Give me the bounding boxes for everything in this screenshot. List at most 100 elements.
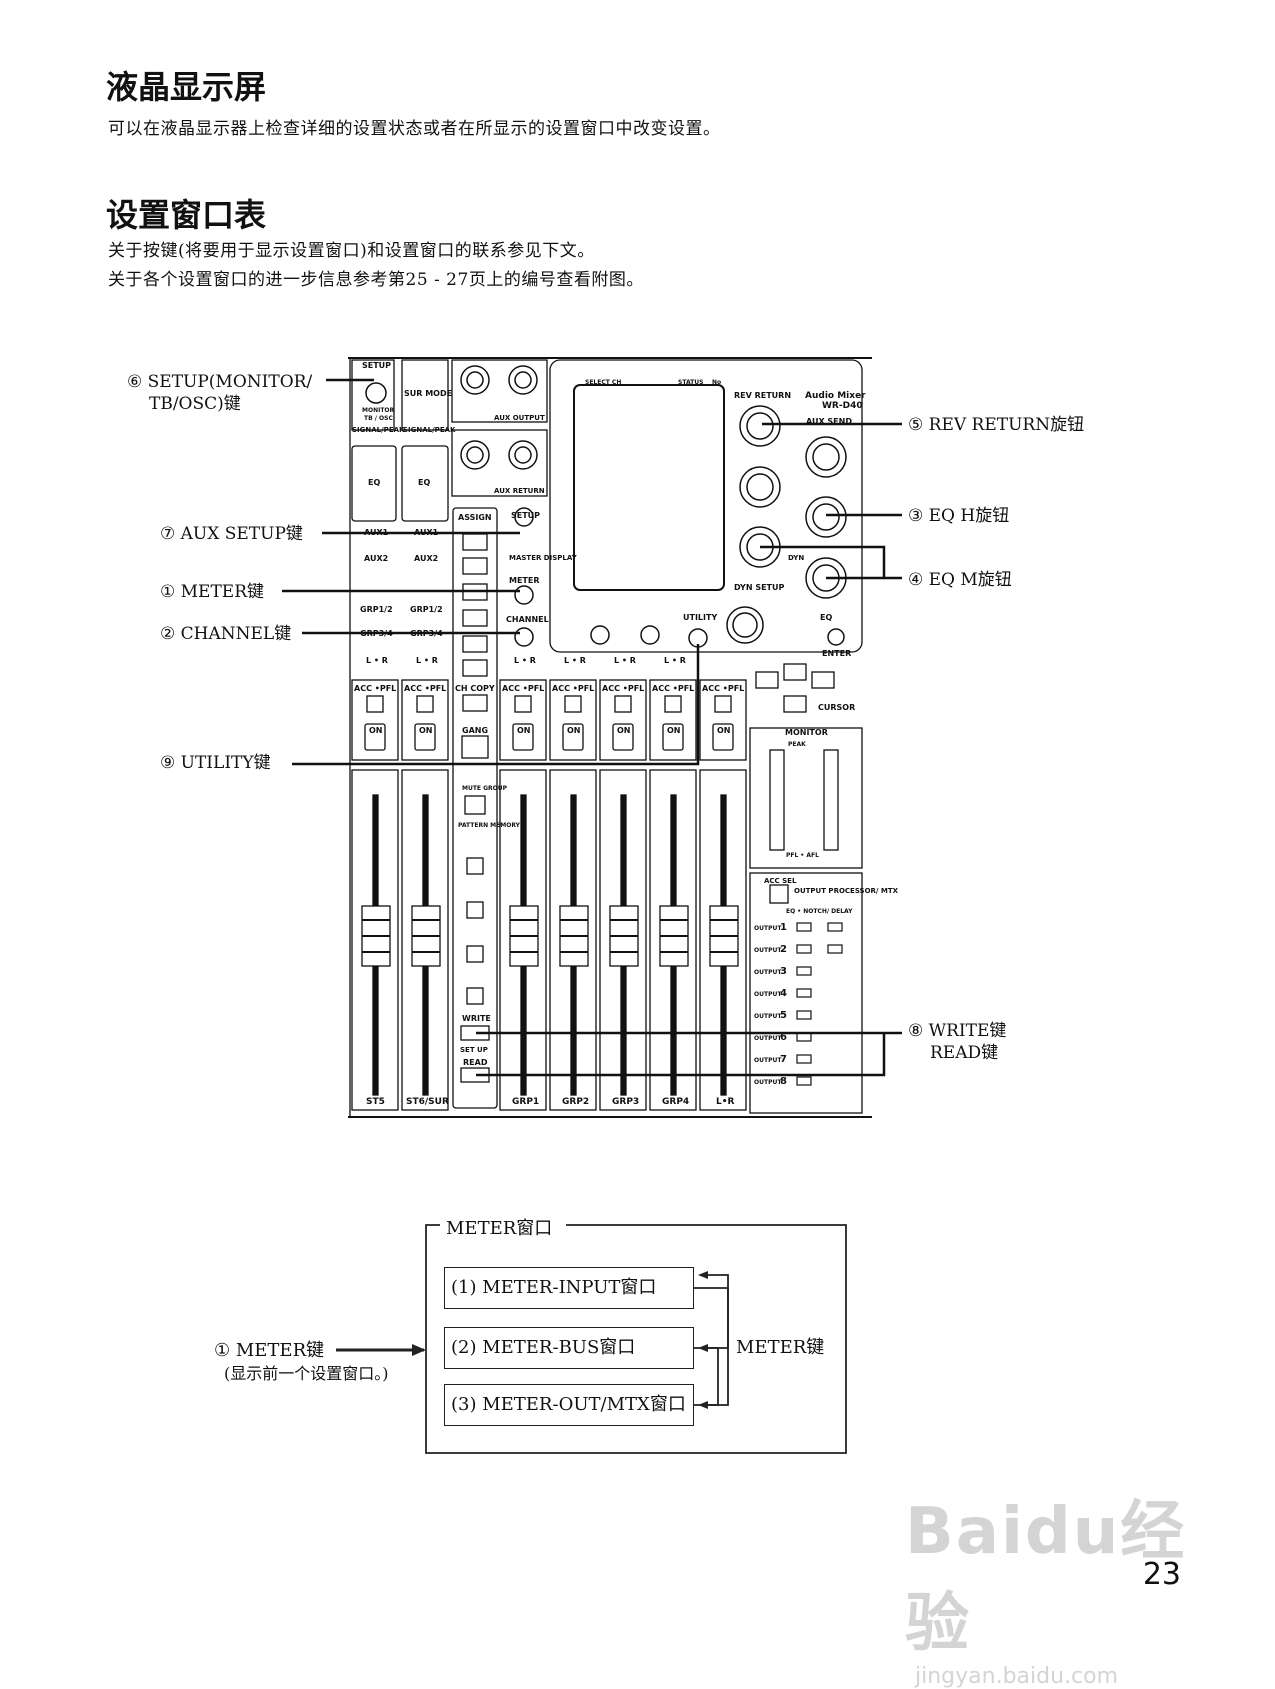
svg-text:WRITE: WRITE xyxy=(462,1014,491,1023)
meter-key-arrow-note: (显示前一个设置窗口。) xyxy=(224,1364,389,1383)
svg-text:SETUP: SETUP xyxy=(511,511,540,520)
svg-text:ST5: ST5 xyxy=(366,1097,385,1107)
svg-text:ON: ON xyxy=(517,726,531,735)
svg-text:GRP1/2: GRP1/2 xyxy=(410,605,443,614)
callout-read: READ键 xyxy=(930,1043,999,1063)
svg-text:ON: ON xyxy=(567,726,581,735)
svg-text:ON: ON xyxy=(667,726,681,735)
svg-text:DYN: DYN xyxy=(788,554,804,562)
section-body-line1: 关于按键(将要用于显示设置窗口)和设置窗口的联系参见下文。 xyxy=(108,241,595,261)
callout-meter: ① METER键 xyxy=(160,582,265,602)
callout-setup-line2: TB/OSC)键 xyxy=(149,394,241,414)
svg-text:UTILITY: UTILITY xyxy=(683,613,717,622)
svg-text:OUTPUT: OUTPUT xyxy=(754,947,782,954)
svg-text:Audio Mixer: Audio Mixer xyxy=(805,391,866,401)
svg-text:L • R: L • R xyxy=(514,656,536,665)
svg-text:4: 4 xyxy=(780,988,787,999)
svg-text:ACC SEL: ACC SEL xyxy=(764,877,797,885)
svg-text:AUX RETURN: AUX RETURN xyxy=(494,487,545,495)
svg-text:1: 1 xyxy=(780,922,787,933)
svg-text:GRP3: GRP3 xyxy=(612,1097,639,1107)
svg-text:CURSOR: CURSOR xyxy=(818,703,855,712)
svg-text:ACC •PFL: ACC •PFL xyxy=(702,684,744,693)
svg-text:6: 6 xyxy=(780,1032,787,1043)
callout-eq-h: ③ EQ H旋钮 xyxy=(908,506,1010,526)
svg-text:MUTE GROUP: MUTE GROUP xyxy=(462,785,508,792)
svg-text:5: 5 xyxy=(780,1010,787,1021)
svg-text:AUX2: AUX2 xyxy=(364,554,388,563)
svg-text:OUTPUT: OUTPUT xyxy=(754,925,782,932)
svg-text:L • R: L • R xyxy=(664,656,686,665)
svg-text:SIGNAL/PEAK: SIGNAL/PEAK xyxy=(352,426,405,434)
callout-aux-setup: ⑦ AUX SETUP键 xyxy=(160,524,303,544)
svg-text:7: 7 xyxy=(780,1054,787,1065)
svg-text:OUTPUT: OUTPUT xyxy=(754,1057,782,1064)
svg-text:EQ: EQ xyxy=(368,478,380,487)
svg-text:L • R: L • R xyxy=(564,656,586,665)
callout-eq-m: ④ EQ M旋钮 xyxy=(908,570,1012,590)
svg-text:GRP2: GRP2 xyxy=(562,1097,589,1107)
svg-text:ENTER: ENTER xyxy=(822,649,851,658)
svg-text:WR-D40: WR-D40 xyxy=(822,401,863,411)
svg-text:OUTPUT: OUTPUT xyxy=(754,1035,782,1042)
section-body-lcd: 可以在液晶显示器上检查详细的设置状态或者在所显示的设置窗口中改变设置。 xyxy=(108,119,721,139)
svg-text:GRP4: GRP4 xyxy=(662,1097,689,1107)
watermark-main: Baidu经验 xyxy=(905,1495,1187,1661)
section-body-line2: 关于各个设置窗口的进一步信息参考第25 - 27页上的编号查看附图。 xyxy=(108,270,644,290)
svg-text:OUTPUT: OUTPUT xyxy=(754,969,782,976)
svg-text:AUX2: AUX2 xyxy=(414,554,438,563)
page-number: 23 xyxy=(1142,1557,1181,1592)
svg-text:CHANNEL: CHANNEL xyxy=(506,615,549,624)
svg-text:EQ: EQ xyxy=(820,613,832,622)
mixer-panel-diagram: SETUP MONITOR TB / OSC SUR MODE SIGNAL/P… xyxy=(282,357,902,1118)
callout-write: ⑧ WRITE键 xyxy=(908,1021,1007,1041)
svg-text:TB / OSC: TB / OSC xyxy=(364,415,393,422)
callout-utility: ⑨ UTILITY键 xyxy=(160,753,271,773)
meter-out-mtx-window: (3) METER-OUT/MTX窗口 xyxy=(444,1384,694,1426)
svg-text:READ: READ xyxy=(463,1058,488,1067)
panel-setup-label: SETUP xyxy=(362,361,391,370)
svg-text:OUTPUT: OUTPUT xyxy=(754,1079,782,1086)
svg-text:ACC •PFL: ACC •PFL xyxy=(502,684,544,693)
meter-window-title: METER窗口 xyxy=(440,1214,559,1240)
svg-text:L • R: L • R xyxy=(366,656,388,665)
svg-text:3: 3 xyxy=(780,966,787,977)
svg-text:SET UP: SET UP xyxy=(460,1046,488,1054)
svg-text:ON: ON xyxy=(617,726,631,735)
svg-text:EQ: EQ xyxy=(418,478,430,487)
watermark-sub: jingyan.baidu.com xyxy=(915,1664,1119,1689)
svg-text:OUTPUT: OUTPUT xyxy=(754,991,782,998)
meter-key-arrow-label: ① METER键 xyxy=(214,1340,325,1361)
svg-text:ACC •PFL: ACC •PFL xyxy=(354,684,396,693)
callout-channel: ② CHANNEL键 xyxy=(160,624,292,644)
svg-text:STATUS: STATUS xyxy=(678,379,703,386)
svg-text:DYN SETUP: DYN SETUP xyxy=(734,583,785,592)
svg-text:SIGNAL/PEAK: SIGNAL/PEAK xyxy=(403,426,456,434)
svg-text:PATTERN MEMORY: PATTERN MEMORY xyxy=(458,822,521,829)
svg-text:AUX OUTPUT: AUX OUTPUT xyxy=(494,414,545,422)
meter-window-diagram xyxy=(336,1224,847,1454)
svg-text:GRP1: GRP1 xyxy=(512,1097,539,1107)
section-title-lcd: 液晶显示屏 xyxy=(106,68,267,106)
svg-text:ASSIGN: ASSIGN xyxy=(458,513,492,522)
section-title-setup-window: 设置窗口表 xyxy=(106,196,267,234)
svg-text:SUR MODE: SUR MODE xyxy=(404,389,452,398)
svg-text:ON: ON xyxy=(717,726,731,735)
svg-text:ACC •PFL: ACC •PFL xyxy=(652,684,694,693)
svg-text:AUX SEND: AUX SEND xyxy=(806,417,852,426)
svg-text:GRP1/2: GRP1/2 xyxy=(360,605,393,614)
svg-text:MASTER DISPLAY: MASTER DISPLAY xyxy=(509,554,578,562)
callout-rev-return: ⑤ REV RETURN旋钮 xyxy=(908,415,1085,435)
svg-text:OUTPUT: OUTPUT xyxy=(754,1013,782,1020)
svg-text:ACC •PFL: ACC •PFL xyxy=(602,684,644,693)
svg-text:L • R: L • R xyxy=(614,656,636,665)
svg-text:REV RETURN: REV RETURN xyxy=(734,391,791,400)
svg-text:ST6/SUR: ST6/SUR xyxy=(406,1097,449,1107)
svg-text:METER: METER xyxy=(509,576,540,585)
svg-text:ON: ON xyxy=(369,726,383,735)
meter-input-window: (1) METER-INPUT窗口 xyxy=(444,1267,694,1309)
svg-text:EQ • NOTCH/ DELAY: EQ • NOTCH/ DELAY xyxy=(786,908,853,915)
svg-text:L • R: L • R xyxy=(416,656,438,665)
svg-text:PFL • AFL: PFL • AFL xyxy=(786,852,819,859)
svg-text:GANG: GANG xyxy=(462,726,488,735)
